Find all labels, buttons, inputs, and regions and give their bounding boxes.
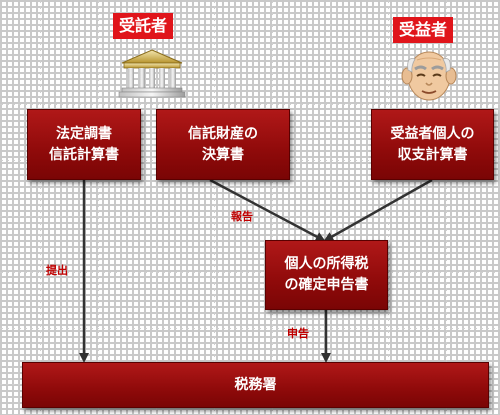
box-line: 法定調書 <box>56 125 112 142</box>
report-arrow-right <box>323 178 433 242</box>
tax-office-box: 税務署 <box>22 362 489 408</box>
trustee-label: 受託者 <box>113 13 174 39</box>
grid-line <box>0 104 500 105</box>
grid-line <box>0 48 500 49</box>
box-line: 個人の所得税 <box>284 256 369 272</box>
legal-documents-box: 法定調書 信託計算書 <box>27 109 141 180</box>
tax-office-label: 税務署 <box>234 376 277 393</box>
grid-line <box>0 216 500 217</box>
declare-label: 申告 <box>287 327 309 340</box>
submit-label: 提出 <box>46 264 68 277</box>
beneficiary-statement-box: 受益者個人の 収支計算書 <box>371 109 494 180</box>
grid-line <box>330 0 331 415</box>
grid-line <box>272 0 273 415</box>
box-line: の確定申告書 <box>284 277 369 293</box>
grid-line <box>446 0 447 415</box>
grid-line <box>214 0 215 415</box>
box-line: 信託計算書 <box>49 146 119 163</box>
box-line: 信託財産の <box>188 125 258 142</box>
grid-line <box>40 0 41 415</box>
grid-line <box>388 0 389 415</box>
tax-return-box: 個人の所得税 の確定申告書 <box>265 240 388 310</box>
grid-line <box>0 328 500 329</box>
trust-settlement-box: 信託財産の 決算書 <box>156 109 290 180</box>
grid-line <box>98 0 99 415</box>
report-label: 報告 <box>231 210 253 223</box>
grid-line <box>156 0 157 415</box>
beneficiary-label: 受益者 <box>393 17 454 43</box>
bank-building-icon <box>118 49 186 98</box>
elderly-person-icon <box>401 51 457 101</box>
grid-line <box>0 272 500 273</box>
box-line: 収支計算書 <box>397 146 468 163</box>
box-line: 受益者個人の <box>390 125 475 142</box>
report-arrow-left <box>209 178 326 242</box>
box-line: 決算書 <box>202 146 244 163</box>
